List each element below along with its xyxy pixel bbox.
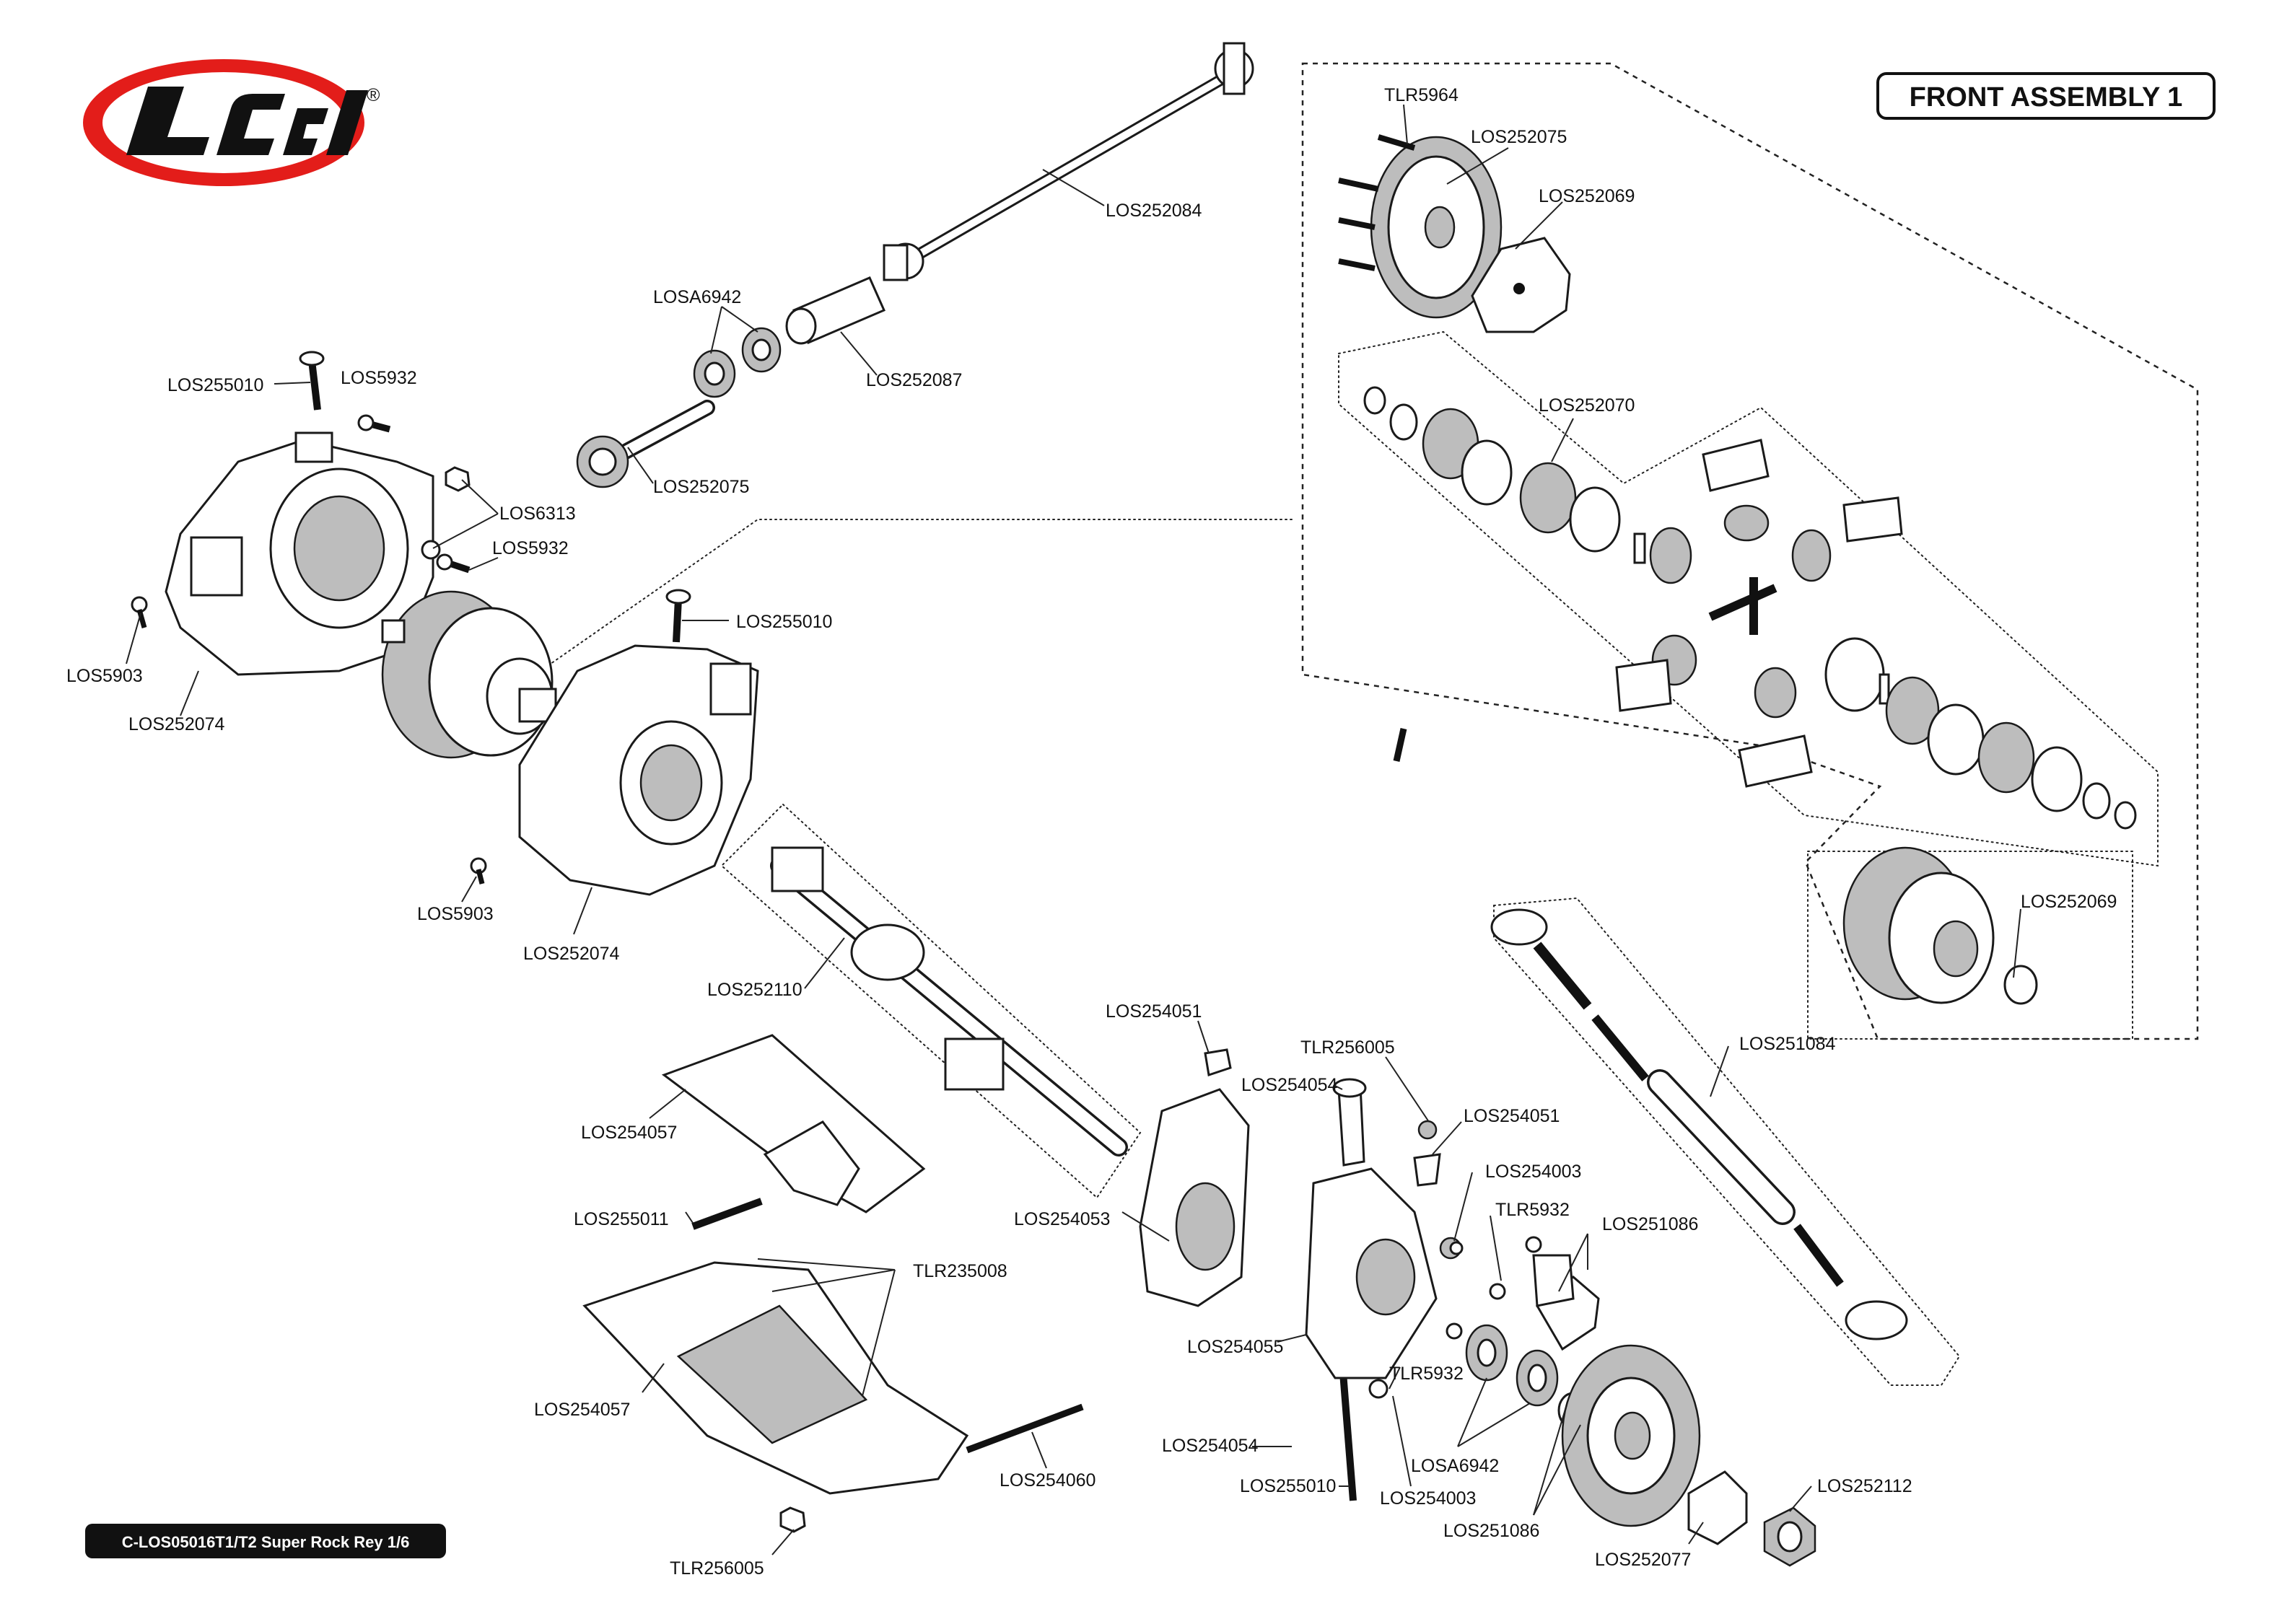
leader-lines: [126, 104, 2021, 1555]
bearing-pair: [693, 327, 782, 398]
center-drive-shaft: [883, 42, 1254, 281]
label-los252069: LOS252069: [1539, 186, 1635, 206]
label-los252087: LOS252087: [866, 370, 962, 390]
label-tlr5932: TLR5932: [1495, 1200, 1570, 1220]
label-los252084: LOS252084: [1106, 201, 1202, 221]
wheel-hex-and-nut: [1687, 1470, 1816, 1567]
label-los251086: LOS251086: [1602, 1214, 1698, 1234]
hub-bearings: [1465, 1254, 1600, 1429]
front-universal-shaft: [770, 846, 1128, 1156]
skid-plate: [661, 1034, 926, 1230]
label-losa6942: LOSA6942: [1411, 1456, 1499, 1476]
label-los254057: LOS254057: [534, 1400, 630, 1420]
label-los251084: LOS251084: [1739, 1034, 1836, 1054]
label-losa6942: LOSA6942: [653, 287, 741, 307]
label-los252074: LOS252074: [128, 714, 225, 734]
label-los5932: LOS5932: [492, 538, 569, 558]
model-number: C-LOS05016T1/T2 Super Rock Rey 1/6: [122, 1533, 410, 1551]
label-los5932: LOS5932: [341, 368, 417, 388]
gearbox-half-right: [518, 644, 759, 896]
diff-cover-plate: [1471, 237, 1571, 333]
registered-mark: ®: [367, 85, 380, 105]
label-los254051: LOS254051: [1464, 1106, 1560, 1126]
model-badge: C-LOS05016T1/T2 Super Rock Rey 1/6: [85, 1524, 446, 1558]
label-los254053: LOS254053: [1014, 1209, 1110, 1229]
label-tlr5932: TLR5932: [1389, 1364, 1464, 1384]
gearbox-half-left: [165, 431, 434, 676]
label-los254054: LOS254054: [1162, 1436, 1259, 1456]
label-tlr256005: TLR256005: [670, 1558, 764, 1579]
label-los252110: LOS252110: [707, 980, 803, 1000]
label-los254003: LOS254003: [1485, 1162, 1581, 1182]
label-los254054: LOS254054: [1241, 1075, 1338, 1095]
label-los252074: LOS252074: [523, 944, 620, 964]
diff-case-assembled: [1842, 846, 2038, 1005]
page-title: FRONT ASSEMBLY 1: [1910, 82, 2183, 113]
label-los6313: LOS6313: [499, 504, 576, 524]
label-los255010: LOS255010: [167, 375, 263, 395]
diff-internal-parts: [1363, 386, 2137, 830]
label-los254060: LOS254060: [1000, 1470, 1096, 1491]
label-los254055: LOS254055: [1187, 1337, 1283, 1357]
steering-link: [1490, 908, 1908, 1340]
screws: [131, 351, 1407, 1501]
group-outlines: [519, 62, 2199, 1386]
ring-gear: [1338, 134, 1503, 319]
ball-studs: [1368, 1120, 1542, 1399]
label-los254003: LOS254003: [1380, 1488, 1476, 1509]
label-tlr256005: TLR256005: [1300, 1037, 1395, 1058]
label-los252075: LOS252075: [1471, 127, 1567, 147]
pinion-gear: [576, 400, 715, 488]
label-los252077: LOS252077: [1595, 1550, 1691, 1570]
drive-cup-sleeve: [785, 276, 885, 345]
label-los5903: LOS5903: [66, 666, 143, 686]
c-hub: [1139, 1048, 1250, 1307]
label-los252075: LOS252075: [653, 477, 749, 497]
differential-assembly: [381, 590, 557, 759]
label-los254057: LOS254057: [581, 1123, 677, 1143]
label-los252112: LOS252112: [1817, 1476, 1912, 1496]
label-los5903: LOS5903: [417, 904, 494, 924]
label-los255011: LOS255011: [574, 1209, 669, 1229]
title-box: FRONT ASSEMBLY 1: [1876, 72, 2216, 120]
label-los255010: LOS255010: [736, 612, 832, 632]
label-tlr235008: TLR235008: [913, 1261, 1007, 1281]
steering-knuckle: [1305, 1078, 1438, 1379]
losi-logo: ®: [83, 59, 380, 186]
label-los251086: LOS251086: [1443, 1521, 1539, 1541]
label-los255010: LOS255010: [1240, 1476, 1336, 1496]
label-los254051: LOS254051: [1106, 1001, 1202, 1022]
label-tlr5964: TLR5964: [1384, 85, 1459, 105]
label-los252070: LOS252070: [1539, 395, 1635, 416]
brake-rotor: [1561, 1344, 1701, 1527]
part-labels: LOS252084 TLR5964 LOS252075 LOS252069 LO…: [66, 85, 2117, 1579]
label-los252069: LOS252069: [2021, 892, 2117, 912]
lower-a-arm: [582, 1261, 1084, 1533]
